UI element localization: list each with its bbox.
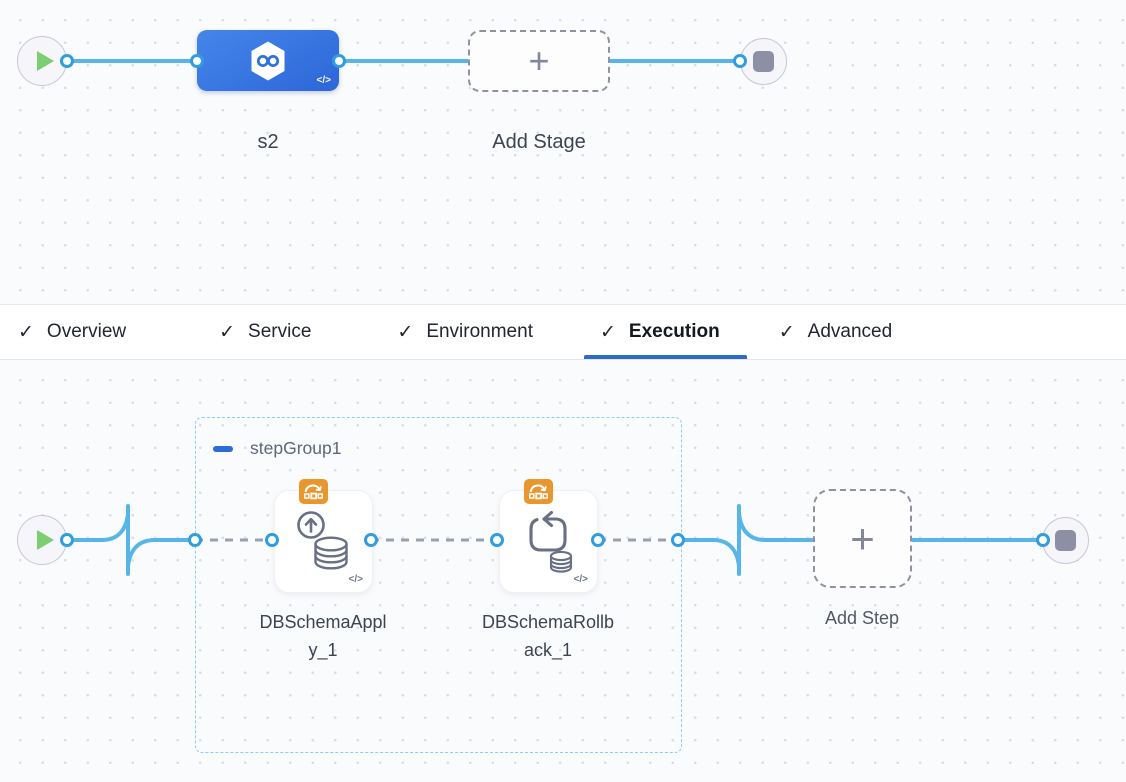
add-step-button[interactable]: + <box>813 489 912 588</box>
connector-port[interactable] <box>60 533 74 547</box>
pipeline-start-node[interactable] <box>17 36 67 86</box>
play-icon <box>37 530 54 550</box>
tab-overview[interactable]: ✓ Overview <box>18 305 126 359</box>
step-group-name-label: stepGroup1 <box>250 438 342 458</box>
tab-execution[interactable]: ✓ Execution <box>584 305 747 359</box>
step-group-badge-icon <box>299 479 328 504</box>
tab-label: Overview <box>46 321 127 342</box>
add-stage-label: Add Stage <box>492 131 586 153</box>
step-name-label: DBSchemaAppl y_1 <box>259 612 387 660</box>
step-group-badge-icon <box>524 479 553 504</box>
step-name-label: DBSchemaRollb ack_1 <box>481 612 615 660</box>
tab-environment[interactable]: ✓ Environment <box>397 305 533 359</box>
stage-config-tab-bar: ✓ Overview ✓ Service ✓ Environment ✓ Exe… <box>0 304 1126 360</box>
stage-name-label: s2 <box>257 131 279 153</box>
connector-port[interactable] <box>733 54 747 68</box>
tab-label: Advanced <box>807 321 893 342</box>
wire <box>126 538 197 568</box>
connector-port[interactable] <box>364 533 378 547</box>
execution-start-node[interactable] <box>17 515 67 565</box>
connector-port[interactable] <box>671 533 685 547</box>
connector-port[interactable] <box>188 533 202 547</box>
tab-label: Service <box>248 321 312 342</box>
plus-icon: + <box>850 514 875 562</box>
collapse-step-group-button[interactable] <box>213 445 233 452</box>
pipeline-end-node[interactable] <box>740 38 787 85</box>
add-step-label: Add Step <box>824 608 900 628</box>
tab-advanced[interactable]: ✓ Advanced <box>779 305 892 359</box>
code-icon[interactable]: </> <box>573 574 588 585</box>
step-group-header: stepGroup1 <box>213 438 341 459</box>
check-icon: ✓ <box>778 321 795 343</box>
tab-service[interactable]: ✓ Service <box>219 305 311 359</box>
tab-label: Environment <box>426 321 533 342</box>
connector-port[interactable] <box>490 533 504 547</box>
wire <box>65 512 130 542</box>
check-icon: ✓ <box>18 321 34 343</box>
tab-label: Execution <box>628 321 720 342</box>
code-icon[interactable]: </> <box>348 574 363 585</box>
step-node-dbschemarollback[interactable]: </> <box>499 490 598 593</box>
connector-port[interactable] <box>265 533 279 547</box>
check-icon: ✓ <box>219 321 236 343</box>
db-schema-rollback-icon <box>528 510 572 573</box>
connector-port[interactable] <box>1036 533 1050 547</box>
connector-port[interactable] <box>190 54 204 68</box>
step-group-container[interactable]: stepGroup1 <box>195 417 682 753</box>
step-node-dbschemaapply[interactable]: </> <box>274 490 373 593</box>
wire <box>737 512 814 542</box>
db-schema-apply-icon <box>296 510 348 569</box>
stop-icon <box>753 51 774 72</box>
add-stage-button[interactable]: + <box>468 30 610 92</box>
stop-icon <box>1055 530 1076 551</box>
connector-port[interactable] <box>332 54 346 68</box>
check-icon: ✓ <box>397 321 414 343</box>
stage-pipeline-canvas[interactable]: </> + s2 Add Stage <box>0 0 1126 304</box>
execution-steps-canvas[interactable]: stepGroup1 <box>0 360 1126 782</box>
connector-port[interactable] <box>60 54 74 68</box>
wire <box>677 538 741 568</box>
play-icon <box>37 51 54 71</box>
harness-cd-hexagon-icon <box>251 41 285 80</box>
stage-node-s2[interactable]: </> <box>197 30 339 91</box>
check-icon: ✓ <box>599 321 616 343</box>
connector-port[interactable] <box>591 533 605 547</box>
code-icon[interactable]: </> <box>316 75 331 86</box>
plus-icon: + <box>528 40 550 81</box>
